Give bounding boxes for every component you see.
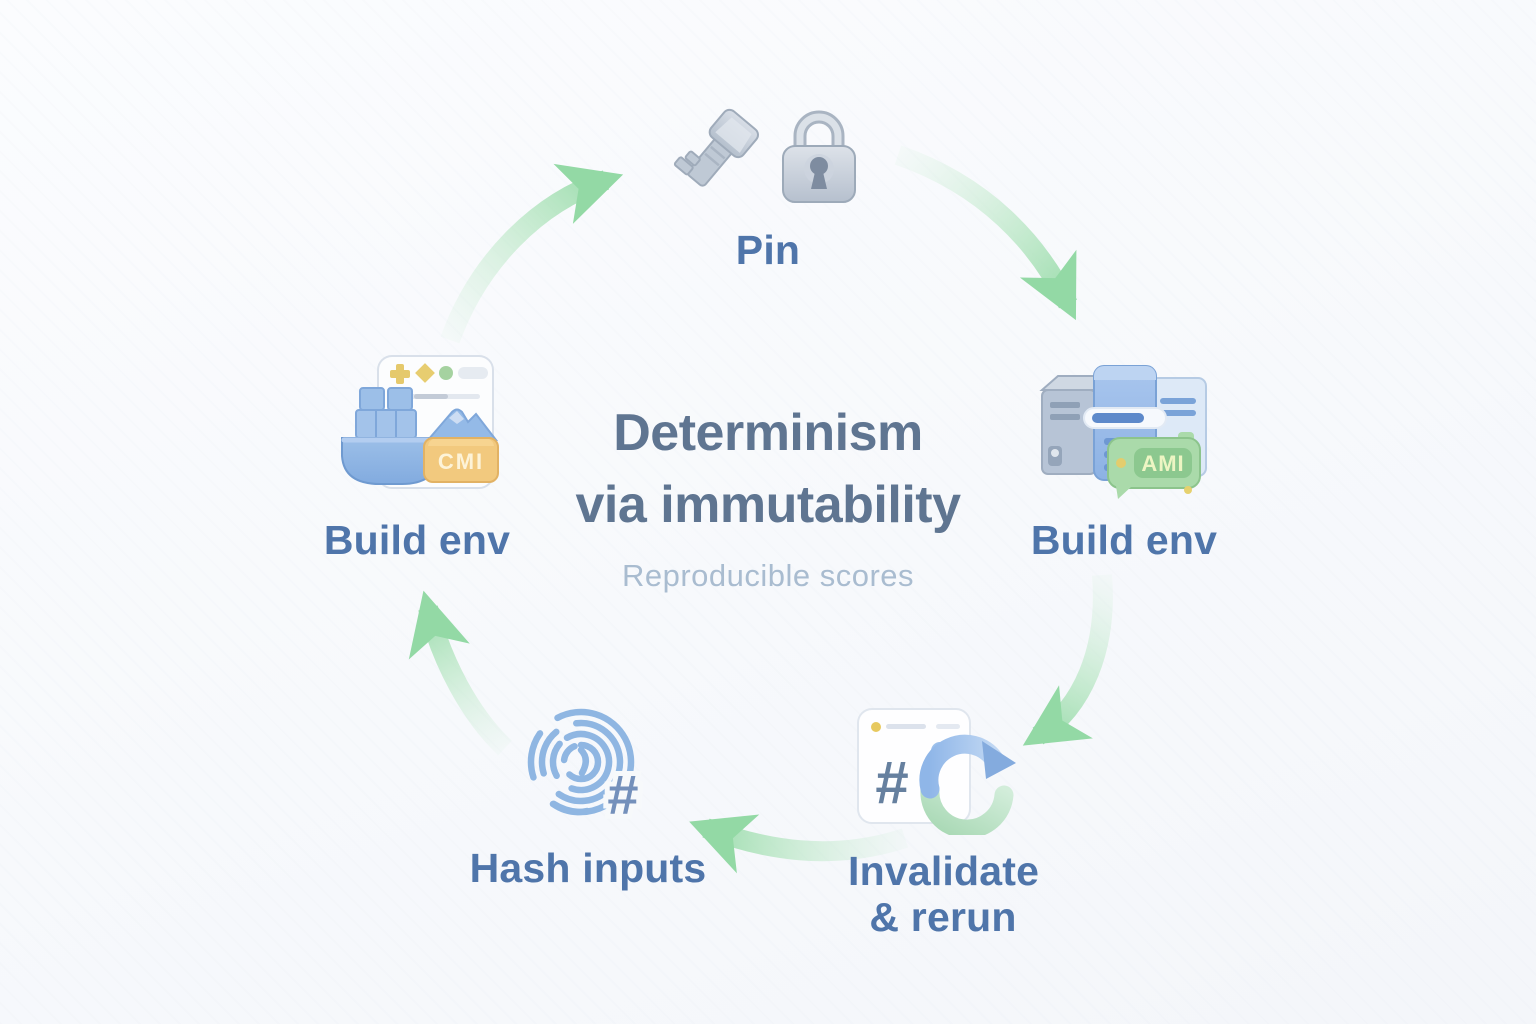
arrow-left-build-to-pin	[440, 163, 624, 344]
arrow-pin-to-right-build	[894, 145, 1077, 321]
ami-badge-icon: AMI	[1106, 432, 1201, 499]
subtitle: Reproducible scores	[621, 557, 915, 593]
invalidate-icon: #	[857, 708, 1016, 835]
cmi-badge-icon: CMI	[422, 408, 499, 483]
server-ami-icon: AMI	[1038, 365, 1207, 499]
build-env-left-icon: CMI	[340, 355, 499, 489]
pin-icon-group	[616, 96, 920, 208]
node-label-build-env-left: Build env	[323, 517, 511, 563]
hash-glyph-icon: #	[607, 763, 638, 826]
arrow-hash-to-left-build	[408, 590, 512, 756]
title-line-1: Determinism	[613, 404, 923, 462]
hash-card-icon: #	[857, 708, 971, 824]
key-icon	[673, 108, 759, 187]
node-hash-inputs: # Hash inputs	[455, 698, 721, 892]
node-build-env-left: CMI Build env	[286, 352, 548, 564]
hash-glyph-icon: #	[875, 749, 908, 816]
padlock-icon	[782, 110, 856, 203]
node-label-hash-inputs: Hash inputs	[469, 845, 707, 891]
arrow-invalidate-to-hash	[689, 814, 909, 874]
node-invalidate-rerun: # Invalidate & rerun	[848, 703, 1040, 941]
cmi-badge-label: CMI	[437, 449, 483, 474]
fingerprint-icon: #	[527, 708, 644, 831]
ami-badge-label: AMI	[1141, 451, 1184, 476]
center-title: Determinism via immutability Reproducibl…	[468, 398, 1068, 594]
server-tower-icon	[1038, 375, 1115, 475]
node-label-build-env-right: Build env	[1030, 517, 1218, 563]
node-label-invalidate: Invalidate	[848, 848, 1040, 894]
arrow-right-build-to-invalidate	[1022, 574, 1113, 746]
node-label-rerun: & rerun	[869, 893, 1017, 940]
node-label-pin: Pin	[735, 227, 801, 273]
node-pin: Pin	[616, 96, 920, 274]
title-line-2: via immutability	[575, 475, 962, 534]
node-build-env-right: AMI Build env	[990, 352, 1258, 564]
refresh-cycle-icon	[919, 734, 1016, 835]
